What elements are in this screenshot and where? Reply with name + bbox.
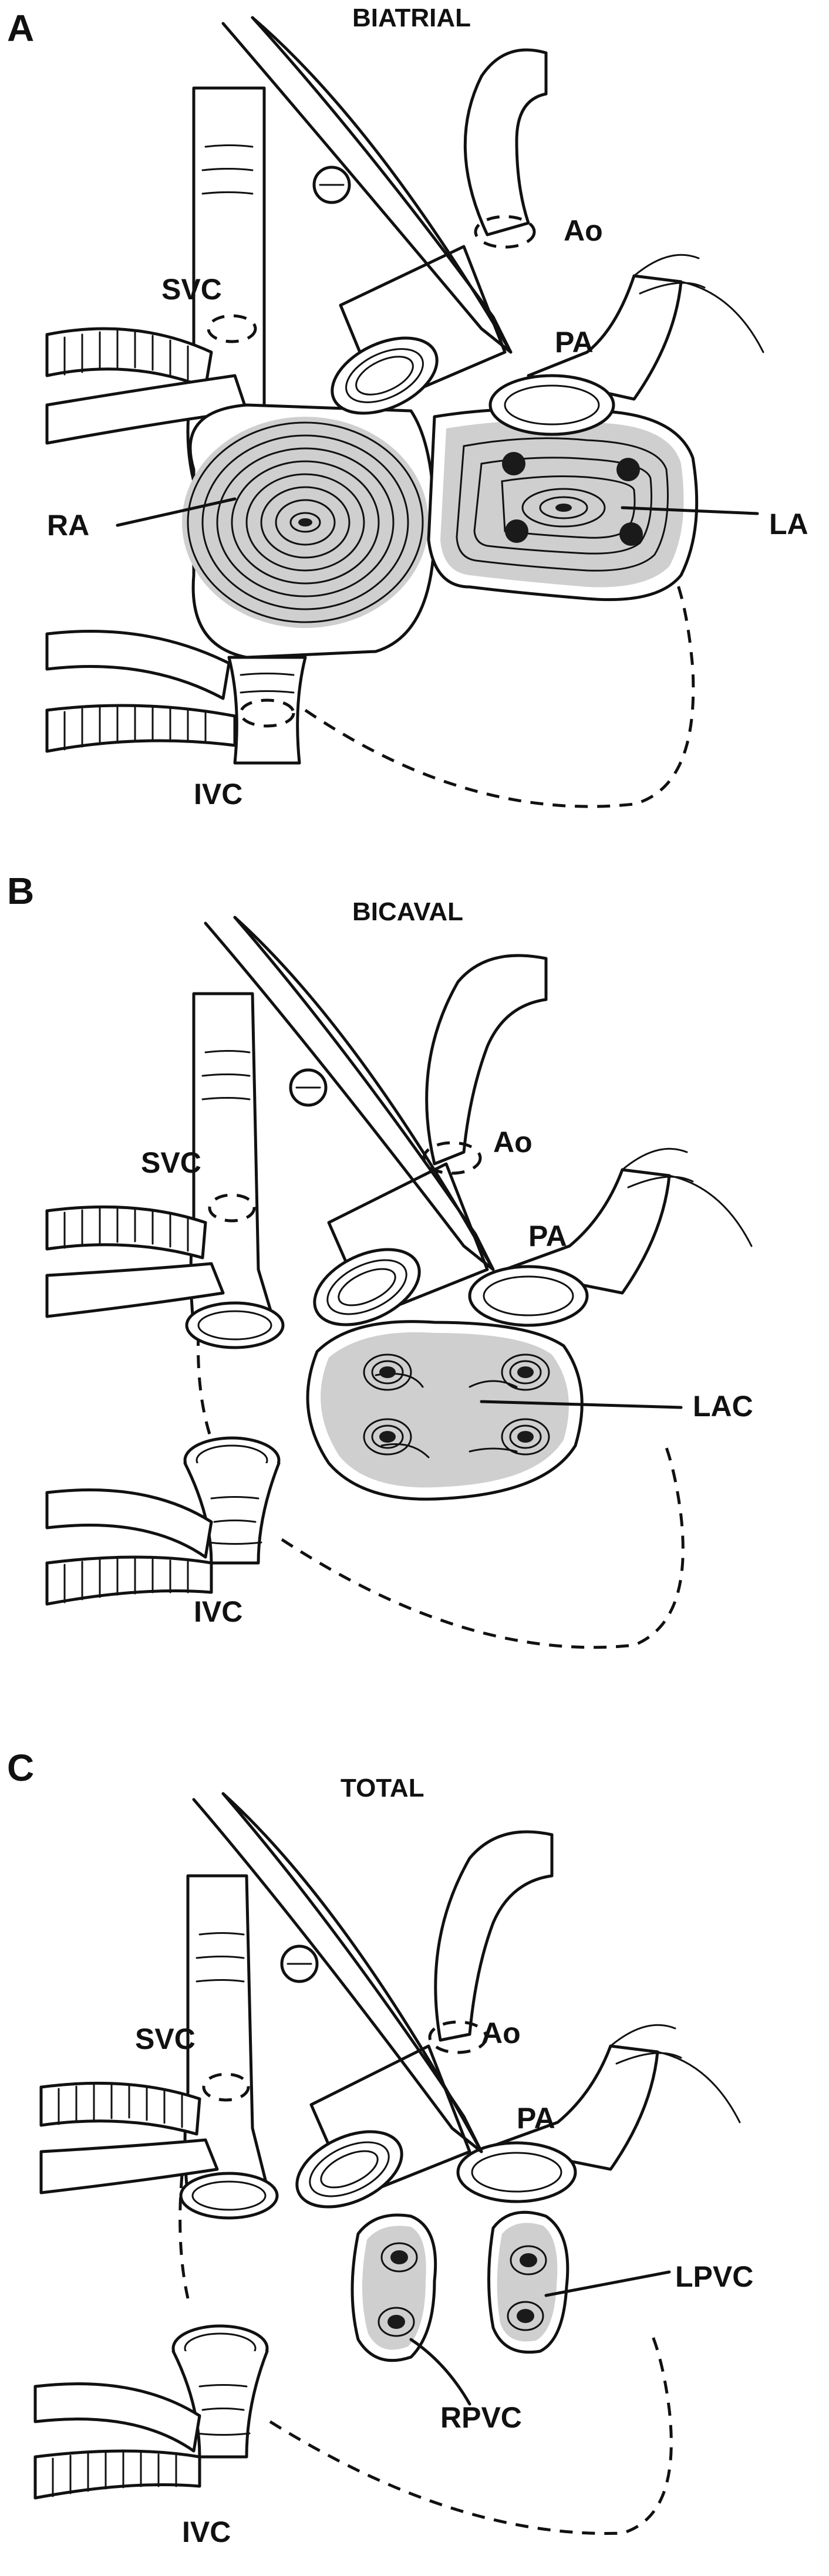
panel-biatrial: A BIATRIAL [0, 0, 829, 859]
leader-la [621, 506, 759, 515]
label-ra: RA [47, 509, 89, 542]
label-ivc: IVC [182, 2516, 231, 2548]
panel-letter: A [7, 7, 34, 49]
cross-clamp [221, 16, 513, 354]
panel-bicaval: B BICAVAL [0, 859, 829, 1717]
label-lpvc: LPVC [675, 2260, 753, 2293]
heart-outline [304, 562, 695, 808]
panel-title: BICAVAL [352, 897, 463, 926]
aorta [295, 1830, 554, 2209]
panel-total: C TOTAL [0, 1717, 829, 2576]
leader-lpvc [544, 2270, 671, 2297]
pulmonary-artery [488, 254, 764, 436]
label-rpvc: RPVC [440, 2401, 522, 2434]
svc-cannula [45, 327, 248, 445]
heart-outline-right [281, 1439, 685, 1649]
label-pa: PA [555, 326, 594, 359]
pulmonary-artery [456, 2024, 741, 2203]
ivc-vessel [183, 1436, 281, 1565]
heart-outline-right [269, 2333, 673, 2535]
label-pa: PA [528, 1220, 567, 1252]
label-svc: SVC [141, 1146, 201, 1179]
label-ao: Ao [564, 214, 603, 247]
pulmonary-vein-orifices [363, 1353, 550, 1456]
label-svc: SVC [135, 2023, 196, 2055]
pulmonary-artery [468, 1147, 753, 1327]
biatrial-diagram: A BIATRIAL [7, 4, 808, 811]
ivc-vessel [227, 656, 307, 765]
label-la: LA [769, 508, 808, 541]
panel-title: TOTAL [341, 1774, 424, 1802]
left-atrial-cuff [306, 1320, 584, 1501]
aorta [331, 48, 548, 415]
label-lac: LAC [693, 1390, 753, 1423]
label-ivc: IVC [194, 778, 242, 811]
panel-letter: B [7, 870, 34, 912]
aorta [313, 954, 548, 1326]
label-ao: Ao [481, 2017, 521, 2050]
left-atrium-cuff [427, 407, 699, 602]
panel-letter: C [7, 1747, 34, 1789]
panel-title: BIATRIAL [352, 4, 471, 32]
bicaval-diagram: B BICAVAL [7, 870, 753, 1649]
leader-lac [480, 1400, 683, 1409]
heart-outline-left [197, 1310, 213, 1440]
cross-clamp [204, 916, 495, 1271]
left-pulmonary-vein-cuff [487, 2210, 569, 2354]
ivc-cannula [45, 1488, 213, 1606]
label-svc: SVC [161, 273, 222, 306]
label-ivc: IVC [194, 1595, 242, 1628]
label-ao: Ao [493, 1126, 533, 1159]
right-pulmonary-vein-cuff [351, 2213, 437, 2362]
leader-rpvc [409, 2338, 471, 2406]
label-pa: PA [517, 2102, 555, 2135]
ivc-cannula [33, 2382, 201, 2500]
right-atrium-cuff [182, 403, 436, 659]
cross-clamp [192, 1792, 483, 2153]
svc-cannula [45, 1205, 225, 1318]
ivc-vessel [171, 2324, 269, 2459]
leader-ra [116, 497, 237, 527]
svc-cannula [39, 2081, 219, 2195]
total-diagram: C TOTAL [7, 1747, 753, 2548]
ivc-cannula [45, 630, 237, 753]
